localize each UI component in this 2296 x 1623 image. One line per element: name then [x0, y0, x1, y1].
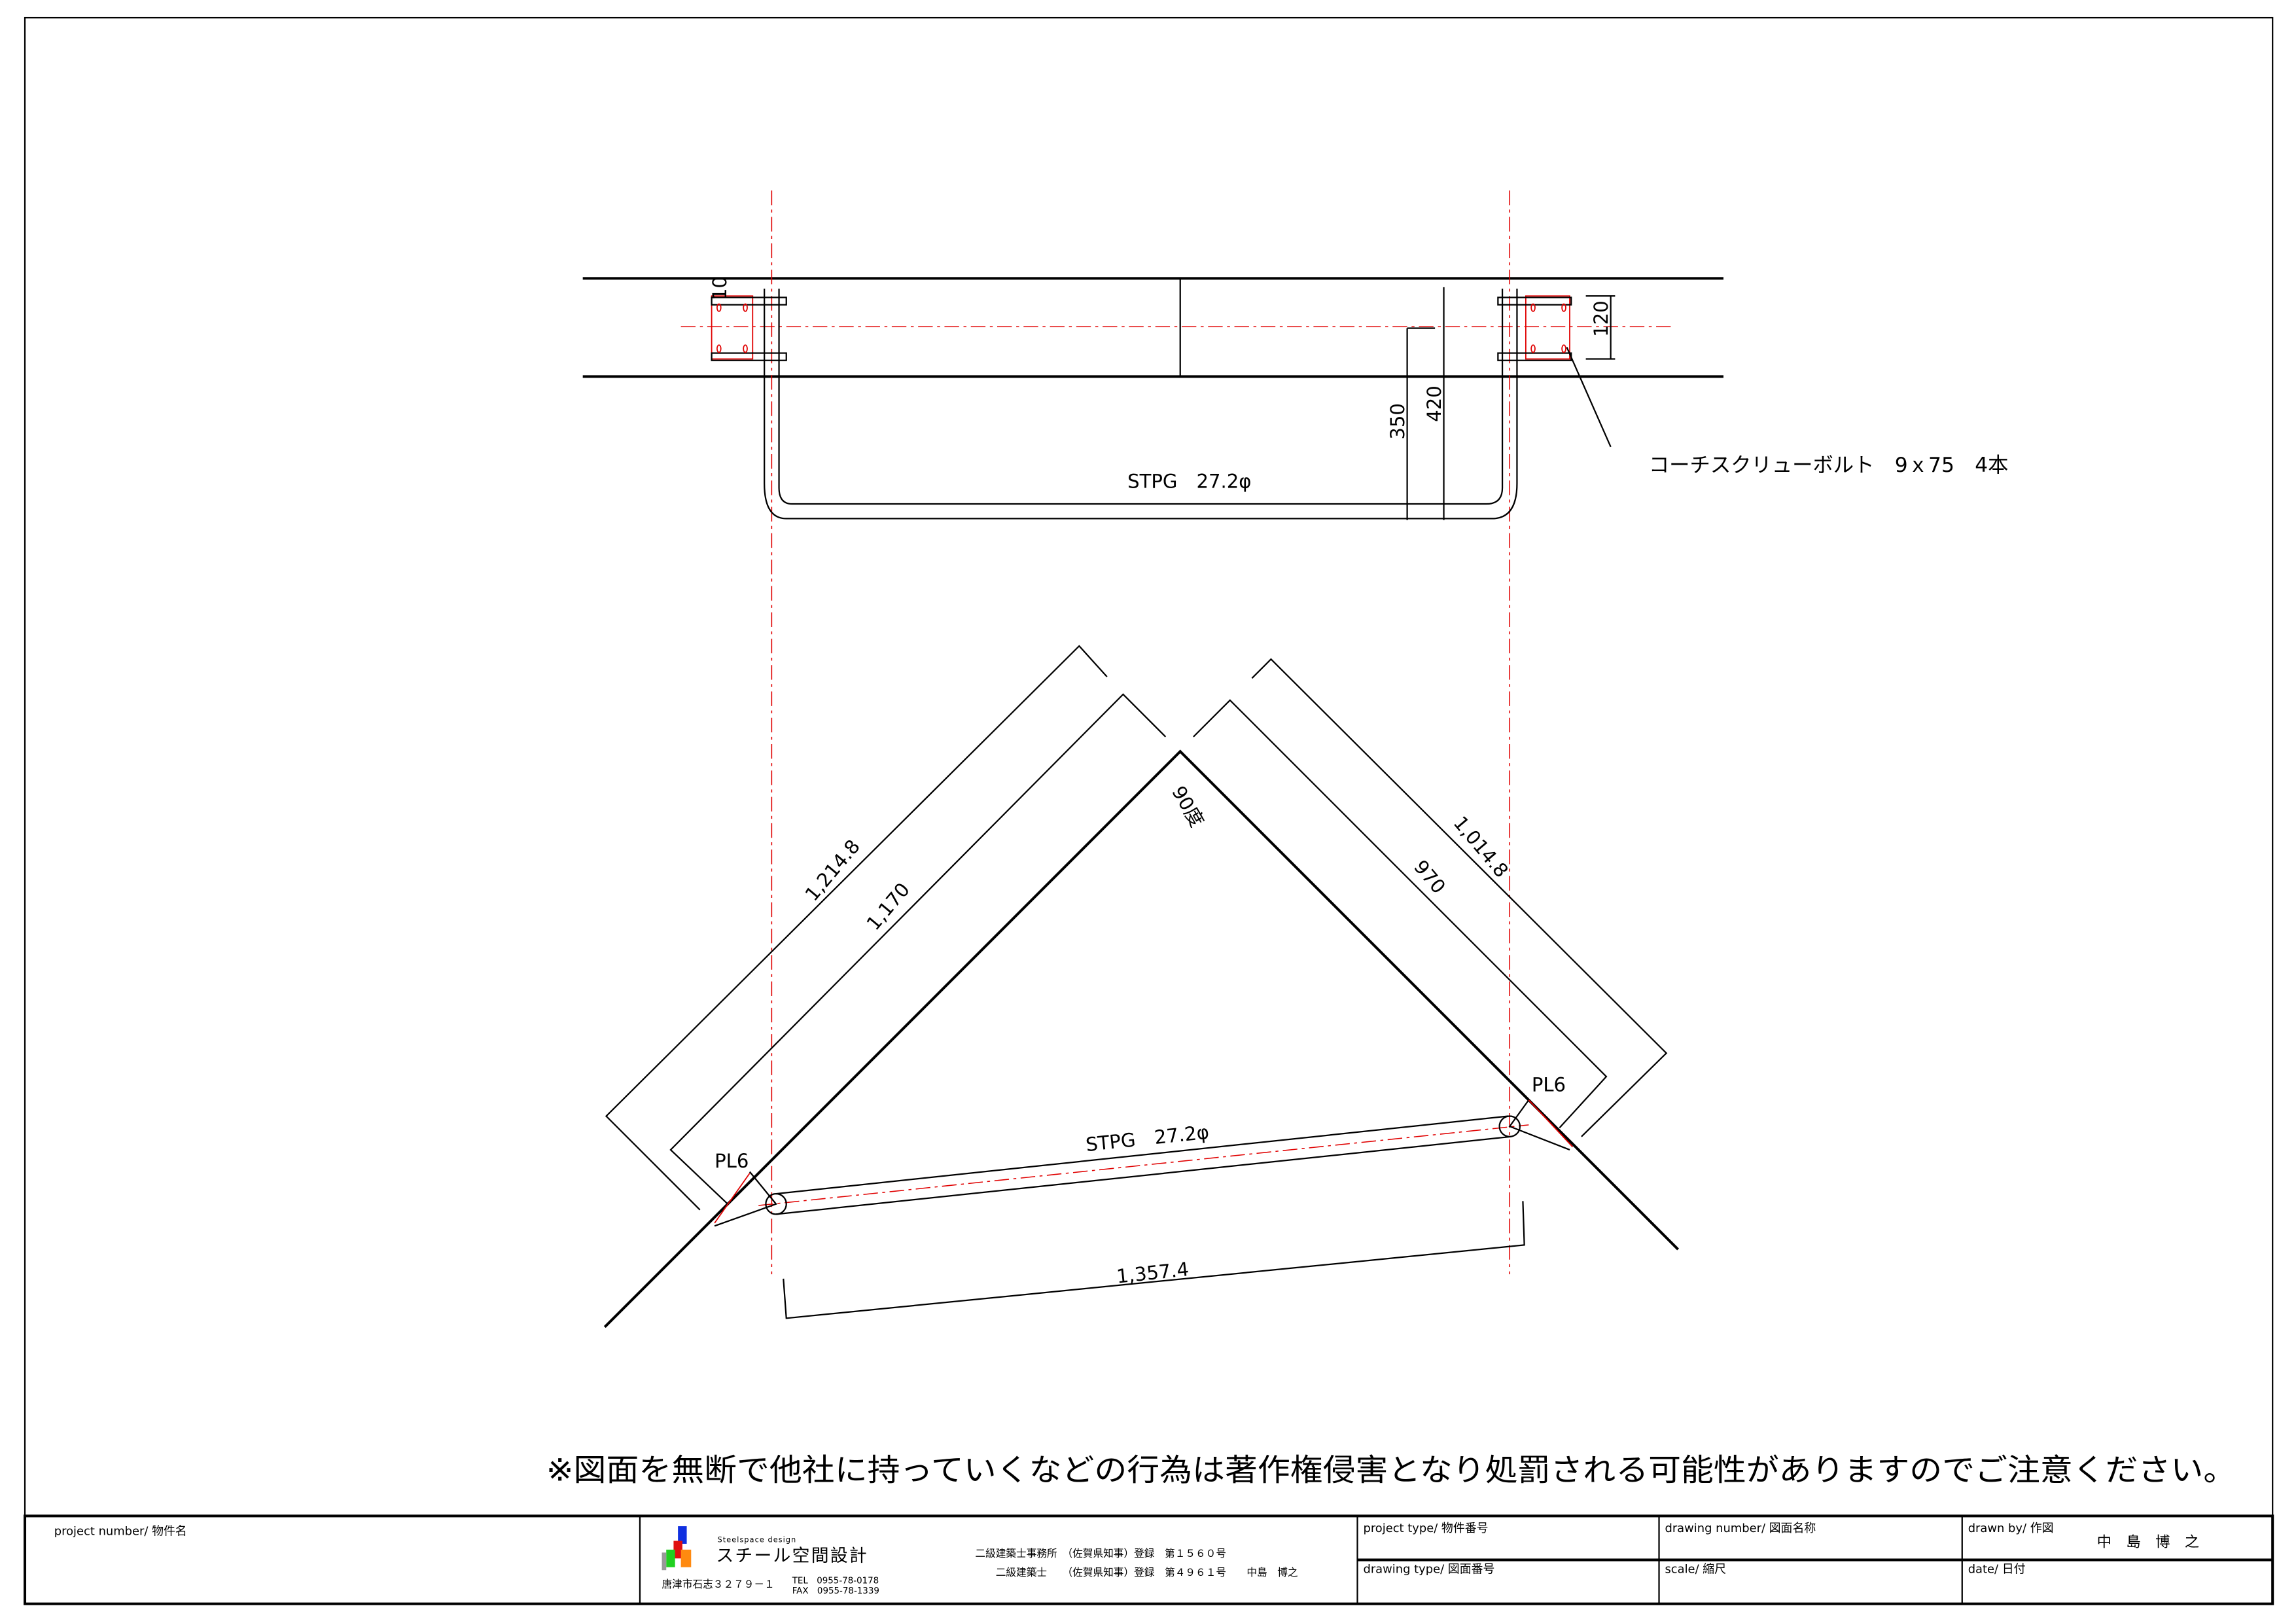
dim-line-left-outer	[605, 645, 1108, 1211]
company-fax: FAX 0955-78-1339	[792, 1586, 879, 1596]
drawn-by-value: 中 島 博 之	[2097, 1533, 2200, 1550]
bolt-holes-left	[716, 303, 748, 353]
u-pipe-outer	[764, 289, 1518, 520]
pin-right	[1498, 1115, 1521, 1137]
u-pipe-inner	[778, 289, 1504, 505]
angle-label: 90度	[1167, 782, 1208, 830]
dim-120: 120	[1590, 300, 1612, 337]
dim-line-right-outer	[1251, 658, 1668, 1137]
dim-left-inner: 1,170	[862, 878, 915, 935]
bracket-flange	[711, 352, 787, 361]
bolt-label: コーチスクリューボルト 9ｘ75 4本	[1649, 454, 2009, 477]
company-logo	[662, 1526, 692, 1571]
sheet-frame	[24, 16, 2274, 1605]
dim-line-right-inner	[1193, 699, 1608, 1129]
plate-right-edge	[1528, 1099, 1574, 1148]
dim-420: 420	[1423, 385, 1445, 422]
pin-left	[765, 1192, 787, 1215]
project-type-label: project type/ 物件番号	[1363, 1522, 1488, 1535]
brace-centerline	[758, 1124, 1529, 1206]
wall-corner	[603, 749, 1680, 1329]
architect-registration: 二級建築士 （佐賀県知事）登録 第４９６１号 中島 博之	[996, 1566, 1298, 1578]
brace-pipe-top	[775, 1115, 1509, 1195]
dim-left-outer: 1,214.8	[801, 835, 864, 905]
scale-label: scale/ 縮尺	[1665, 1563, 1726, 1577]
dim-line-brace-span	[783, 1201, 1525, 1319]
dim-brace-span: 1,357.4	[1116, 1258, 1190, 1287]
drawing-type-label: drawing type/ 図面番号	[1363, 1563, 1494, 1577]
project-number-label: project number/ 物件名	[54, 1525, 187, 1539]
title-block: project number/ 物件名 Steelspace design スチ…	[24, 1514, 2274, 1605]
plate-left-outline	[714, 1171, 777, 1227]
dim-right-inner: 970	[1409, 856, 1450, 898]
office-registration: 二級建築士事務所 （佐賀県知事）登録 第１５６０号	[975, 1547, 1226, 1560]
copyright-notice: ※図面を無断で他社に持っていくなどの行為は著作権侵害となり処罰される可能性があり…	[546, 1453, 2236, 1489]
dim-line-left-inner	[669, 693, 1167, 1205]
brace-pipe-bottom	[775, 1135, 1511, 1215]
bolt-holes-right	[1530, 303, 1566, 353]
company-tagline: Steelspace design	[718, 1536, 797, 1544]
drawing-number-label: drawing number/ 図面名称	[1665, 1522, 1816, 1535]
date-label: date/ 日付	[1968, 1563, 2026, 1577]
plate-left-edge	[714, 1173, 751, 1224]
company-address: 唐津市石志３２７９－１	[662, 1578, 775, 1590]
plate-right-outline	[1508, 1099, 1570, 1150]
dim-350: 350	[1386, 403, 1409, 440]
company-tel: TEL 0955-78-0178	[792, 1576, 879, 1586]
plan-pipe-label: STPG 27.2φ	[1127, 470, 1251, 492]
corner-view: 90度 1,214.8 1,170 1,014.8 970 PL6 PL6 ST…	[603, 645, 1680, 1329]
bracket-flange	[711, 296, 787, 306]
dim-10: 10	[709, 276, 731, 300]
plate-right	[1525, 295, 1570, 360]
drawn-by-label: drawn by/ 作図	[1968, 1522, 2054, 1535]
brace-pipe-label: STPG 27.2φ	[1085, 1121, 1210, 1156]
plan-view: STPG 27.2φ 350 420 120 10 コーチスクリューボルト 9ｘ…	[582, 190, 2009, 1275]
bolt-leader	[1566, 347, 1612, 448]
plate-left-label: PL6	[715, 1150, 749, 1172]
company-name: スチール空間設計	[716, 1546, 868, 1566]
plate-left	[711, 295, 754, 360]
plate-right-label: PL6	[1532, 1073, 1566, 1096]
bracket-flange	[1497, 296, 1572, 306]
